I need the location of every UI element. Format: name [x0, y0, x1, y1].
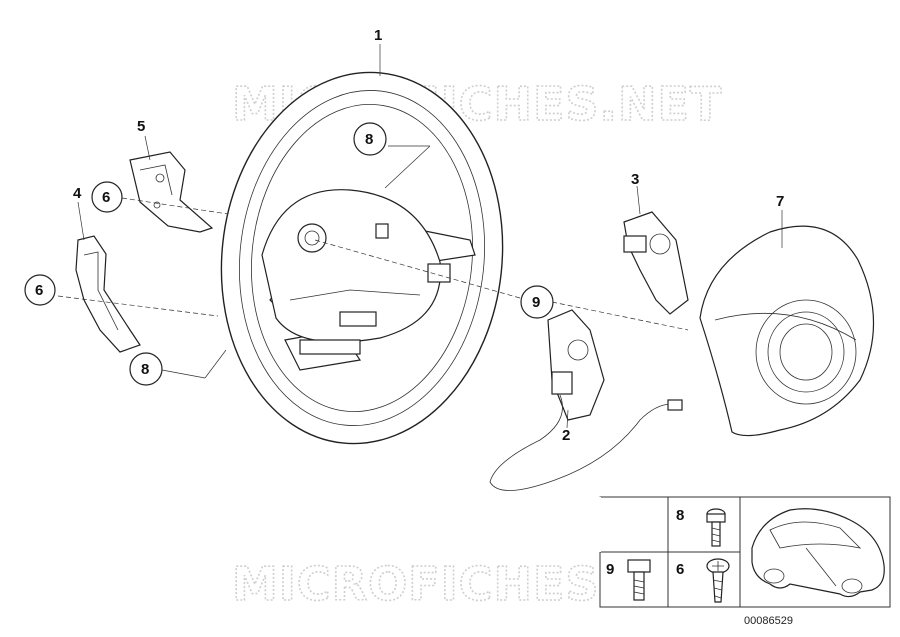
inset-label-9: 9 [606, 561, 614, 578]
callout-3: 3 [631, 171, 639, 188]
callout-6-upper: 6 [91, 181, 123, 213]
bolt-8-icon [706, 508, 726, 547]
screw-6-icon [706, 558, 730, 603]
callout-7: 7 [776, 193, 784, 210]
svg-text:5: 5 [137, 118, 145, 135]
callout-6-lower: 6 [24, 274, 56, 306]
inset-label-6: 6 [676, 561, 684, 578]
svg-text:4: 4 [73, 185, 82, 202]
part-5-cover [129, 151, 214, 233]
svg-text:7: 7 [776, 193, 784, 210]
bolt-9-icon [627, 559, 651, 601]
part-3-cover [623, 211, 689, 315]
car-silhouette-icon [751, 508, 885, 598]
svg-text:1: 1 [374, 27, 382, 44]
svg-text:9: 9 [532, 294, 540, 311]
part-2-switch-with-cable [489, 309, 683, 491]
fastener-inset: 8 9 6 [599, 496, 891, 608]
callout-9: 9 [520, 285, 554, 319]
callout-8-upper: 8 [353, 122, 387, 156]
part-7-airbag [699, 225, 875, 437]
svg-text:8: 8 [141, 361, 149, 378]
svg-text:8: 8 [365, 131, 373, 148]
callout-4: 4 [73, 185, 82, 202]
callout-5: 5 [137, 118, 145, 135]
svg-text:6: 6 [102, 189, 110, 206]
steering-wheel [220, 71, 504, 445]
svg-text:6: 6 [35, 282, 43, 299]
callout-1: 1 [374, 27, 382, 44]
leader-lines [57, 44, 783, 429]
callout-8-lower: 8 [129, 352, 163, 386]
svg-text:2: 2 [562, 427, 570, 444]
reference-number: 00086529 [744, 615, 793, 627]
inset-label-8: 8 [676, 507, 684, 524]
callout-2: 2 [562, 427, 570, 444]
part-4-cover [75, 235, 141, 353]
svg-text:3: 3 [631, 171, 639, 188]
